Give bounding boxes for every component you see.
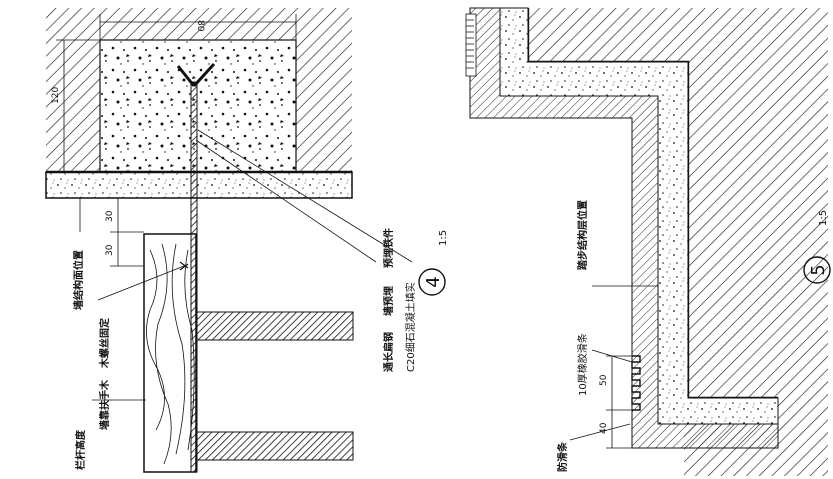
dim5-a: 50 — [599, 374, 609, 386]
anchor-fork — [176, 62, 216, 88]
flat-steel-bar — [190, 81, 198, 473]
label-handrail-wood: 墙靠扶手木 — [98, 379, 111, 430]
label-steel-2: 墙预埋 — [382, 286, 395, 316]
label-screw: 木螺丝固定 — [98, 318, 111, 369]
baluster-lower — [196, 431, 354, 461]
detail-4: 80 120 30 30 墙结构面位置 木螺丝固定 墙靠扶手木 栏杆高度 通长扁… — [45, 8, 449, 473]
label-concrete: C20细石混凝土填实 — [404, 282, 417, 372]
finish-layer-5 — [469, 7, 779, 449]
detail-4-circle — [418, 268, 446, 296]
dim-b: 30 — [105, 244, 115, 256]
dim5-b: 40 — [599, 422, 609, 434]
label-stair-structure: 踏步结构层位置 — [576, 200, 589, 270]
label-wall-finish: 墙结构面位置 — [72, 250, 85, 310]
label-antislip: 防滑条 — [556, 441, 569, 472]
dim-a: 30 — [105, 210, 115, 222]
detail-4-number: 4 — [423, 276, 444, 287]
concrete-infill — [99, 39, 297, 173]
detail-5-scale: 1:5 — [818, 210, 829, 226]
detail-5: 50 40 踏步结构层位置 10厚橡胶滑条 防滑条 5 1:5 — [465, 7, 831, 476]
detail-5-number: 5 — [808, 264, 829, 275]
label-steel-1: 通长扁钢 — [382, 332, 395, 372]
dim-top-width: 80 — [195, 20, 205, 32]
baluster-upper — [196, 311, 354, 341]
wood-handrail — [143, 233, 197, 473]
dim-concrete-height: 120 — [51, 87, 61, 104]
stair-structure-hatch — [528, 8, 828, 476]
detail-4-scale: 1:5 — [438, 230, 449, 246]
label-rail-height: 栏杆高度 — [74, 429, 87, 470]
finish-layer — [45, 171, 353, 199]
label-rubber-strip: 10厚橡胶滑条 — [576, 333, 589, 396]
rubber-strip — [631, 355, 641, 411]
detail-5-circle — [803, 256, 831, 284]
label-steel-3: 预埋铁件 — [382, 228, 395, 268]
